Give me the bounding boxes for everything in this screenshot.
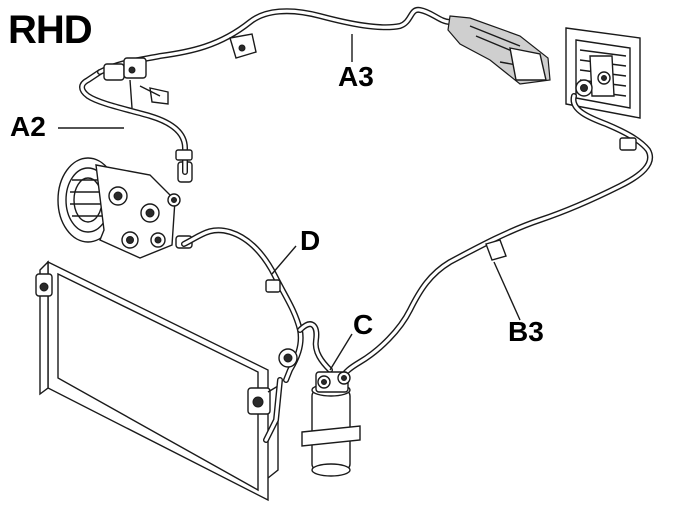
pipe-d (181, 227, 333, 443)
condenser (35, 260, 279, 502)
receiver-drier (301, 371, 361, 477)
compressor (57, 157, 193, 259)
pipe-a2 (79, 69, 193, 175)
label-c: C (353, 309, 374, 340)
label-a3: A3 (338, 61, 374, 92)
evaporator-assembly (447, 15, 641, 119)
label-d: D (300, 225, 321, 256)
label-a2: A2 (10, 111, 46, 142)
callout-lines (58, 34, 521, 371)
pipe-a3 (97, 6, 453, 109)
label-b3: B3 (508, 316, 544, 347)
diagram-title: RHD (8, 8, 93, 52)
pipe-b3 (339, 93, 653, 381)
